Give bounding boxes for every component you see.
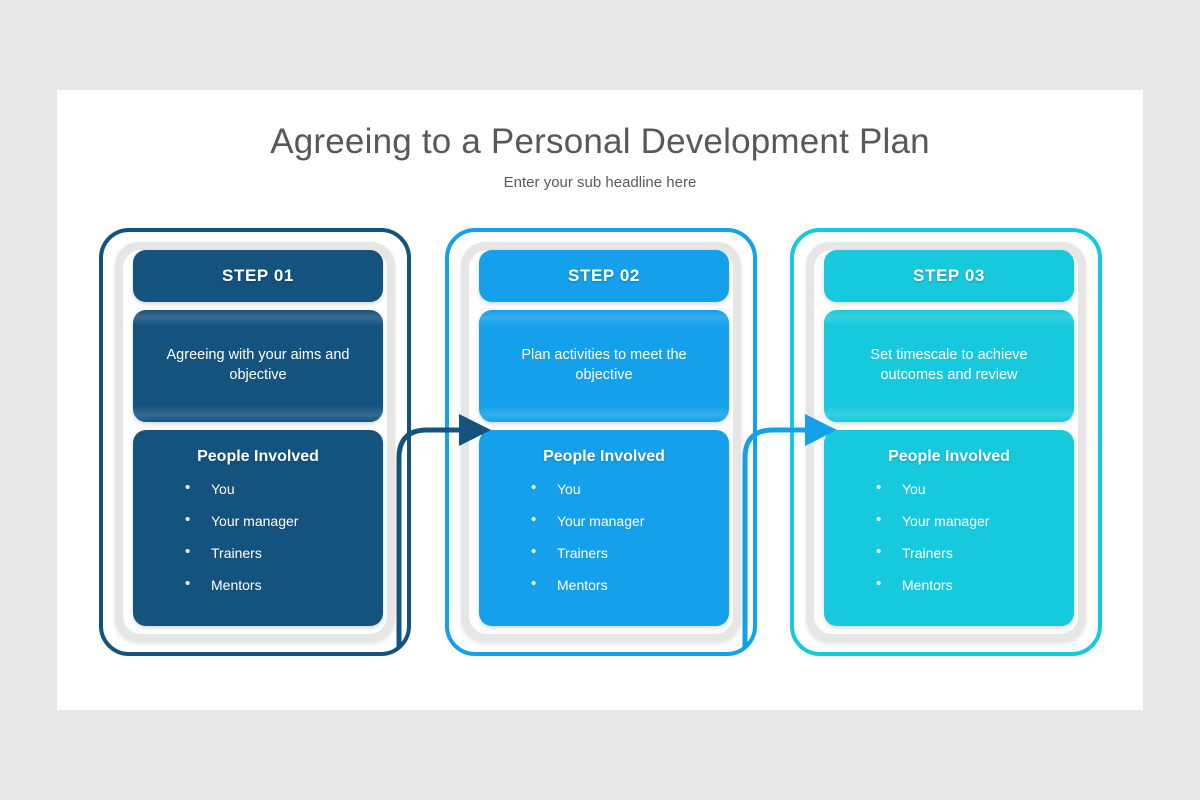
- step-description-1: Agreeing with your aims and objective: [133, 310, 383, 422]
- step-header-2[interactable]: STEP 02: [479, 250, 729, 302]
- list-item: Mentors: [531, 576, 729, 592]
- people-list-3: You Your manager Trainers Mentors: [824, 480, 1074, 592]
- step-header-3[interactable]: STEP 03: [824, 250, 1074, 302]
- people-list-2: You Your manager Trainers Mentors: [479, 480, 729, 592]
- page-subtitle: Enter your sub headline here: [503, 174, 697, 191]
- step-description-2: Plan activities to meet the objective: [479, 310, 729, 422]
- steps-container: STEP 01 Agreeing with your aims and obje…: [57, 228, 1143, 668]
- people-panel-3: People Involved You Your manager Trainer…: [824, 430, 1074, 626]
- list-item: You: [185, 480, 383, 496]
- list-item: Mentors: [185, 576, 383, 592]
- list-item: Your manager: [531, 512, 729, 528]
- step-description-3: Set timescale to achieve outcomes and re…: [824, 310, 1074, 422]
- list-item: Mentors: [876, 576, 1074, 592]
- list-item: You: [531, 480, 729, 496]
- page-title: Agreeing to a Personal Development Plan: [270, 122, 930, 161]
- step-card-3[interactable]: STEP 03 Set timescale to achieve outcome…: [790, 228, 1102, 656]
- people-involved-title: People Involved: [888, 448, 1010, 465]
- step-card-2[interactable]: STEP 02 Plan activities to meet the obje…: [445, 228, 757, 656]
- list-item: Trainers: [531, 544, 729, 560]
- people-involved-title: People Involved: [197, 448, 319, 465]
- people-panel-2: People Involved You Your manager Trainer…: [479, 430, 729, 626]
- people-involved-title: People Involved: [543, 448, 665, 465]
- people-panel-1: People Involved You Your manager Trainer…: [133, 430, 383, 626]
- list-item: Your manager: [876, 512, 1074, 528]
- list-item: Trainers: [876, 544, 1074, 560]
- slide-canvas: Agreeing to a Personal Development Plan …: [57, 90, 1143, 710]
- step-header-1[interactable]: STEP 01: [133, 250, 383, 302]
- list-item: Trainers: [185, 544, 383, 560]
- people-list-1: You Your manager Trainers Mentors: [133, 480, 383, 592]
- list-item: You: [876, 480, 1074, 496]
- list-item: Your manager: [185, 512, 383, 528]
- step-card-1[interactable]: STEP 01 Agreeing with your aims and obje…: [99, 228, 411, 656]
